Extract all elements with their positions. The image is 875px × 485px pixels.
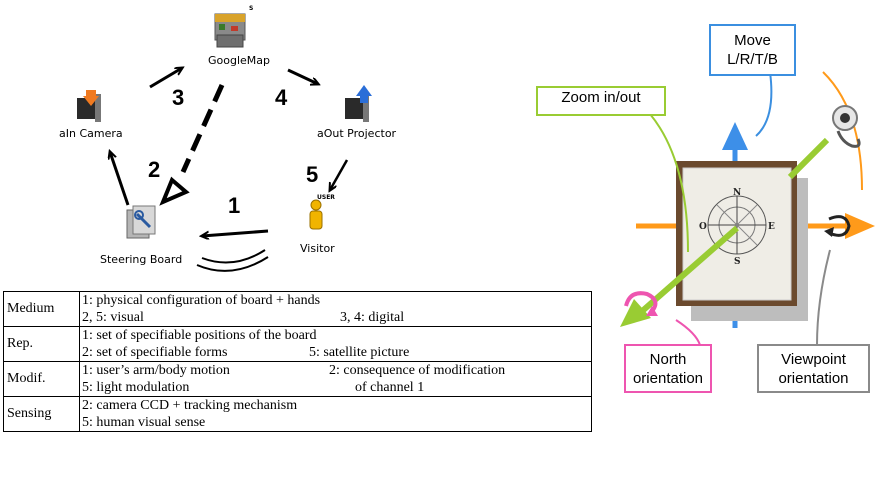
compass-s: S (734, 257, 741, 267)
cell-text: 2: set of specifiable forms (82, 345, 228, 360)
north-callout: North orientation (624, 344, 712, 393)
table-row: Medium 1: physical configuration of boar… (3, 291, 592, 327)
arrow-board-to-camera (110, 152, 130, 206)
ain-camera-label: aIn Camera (59, 127, 123, 140)
camera-icon[interactable] (77, 90, 101, 122)
zoom-arrowhead (620, 299, 651, 327)
channel-number-3: 3 (172, 85, 185, 110)
cell-text: 1: physical configuration of board + han… (82, 293, 321, 308)
channel-number-5: 5 (306, 162, 319, 187)
cell-text: 5: human visual sense (82, 415, 206, 430)
arrow-channel-5 (330, 159, 349, 190)
channel-number-2: 2 (148, 157, 161, 182)
visitor-icon[interactable] (309, 199, 323, 230)
webcam-icon (832, 105, 861, 148)
move-connector (755, 71, 773, 137)
board-photo (676, 161, 797, 306)
motion-arc-inner (201, 249, 266, 264)
googlemap-tag: S (249, 5, 254, 12)
compass-e: E (768, 222, 775, 232)
viewpoint-connector (816, 249, 831, 346)
row-header-modif: Modif. (3, 361, 80, 397)
cell-text: 5: light modulation (82, 380, 190, 395)
zoom-connector (649, 113, 689, 253)
viewpoint-rotation-icon (828, 215, 851, 237)
zoom-line-upper (787, 137, 830, 180)
cell-text: 2: consequence of modification (329, 363, 506, 378)
steering-board-label: Steering Board (100, 253, 183, 266)
channel-properties-table: Medium 1: physical configuration of boar… (3, 291, 592, 432)
table-row: Rep. 1: set of specifiable positions of … (3, 326, 592, 362)
viewpoint-callout-line1: Viewpoint (781, 351, 846, 368)
table-row: Modif. 1: user’s arm/body motion 2: conse… (3, 361, 592, 397)
zoom-callout-text: Zoom in/out (561, 89, 641, 106)
arrow-channel-4 (287, 68, 318, 84)
board-shadow (691, 178, 808, 321)
orange-axis-arrowhead (845, 213, 875, 239)
cell-text: 3, 4: digital (340, 310, 405, 325)
blue-axis-arrowhead (722, 122, 748, 150)
cell-text: of channel 1 (355, 380, 425, 395)
row-header-sensing: Sensing (3, 396, 80, 432)
move-callout-line1: Move (734, 32, 771, 49)
move-callout: Move L/R/T/B (709, 24, 796, 76)
arrow-channel-2 (180, 83, 225, 174)
north-callout-line2: orientation (632, 370, 704, 387)
zoom-line-lower (638, 225, 739, 316)
table-row: Sensing 2: camera CCD + tracking mechani… (3, 396, 592, 432)
arrow-channel-3 (149, 68, 182, 89)
channel-number-1: 1 (228, 193, 241, 218)
steering-board-icon[interactable] (126, 205, 156, 239)
visitor-tag: USER (317, 194, 335, 201)
move-callout-line2: L/R/T/B (727, 51, 778, 68)
channel-number-4: 4 (275, 85, 288, 110)
zoom-callout: Zoom in/out (536, 86, 666, 116)
viewpoint-callout: Viewpoint orientation (757, 344, 870, 393)
channel-diagram (77, 13, 372, 272)
cell-text: 5: satellite picture (309, 345, 410, 360)
move-orange-connector (822, 71, 863, 191)
projector-icon[interactable] (345, 85, 372, 122)
viewpoint-callout-line2: orientation (778, 370, 849, 387)
compass-n: N (733, 188, 741, 198)
googlemap-icon[interactable] (214, 13, 246, 48)
cell-text: 2, 5: visual (82, 310, 144, 325)
arrow-channel-2-head (159, 176, 190, 206)
cell-text: 1: user’s arm/body motion (82, 363, 230, 378)
row-header-rep: Rep. (3, 326, 80, 362)
row-header-medium: Medium (3, 291, 80, 327)
north-rotation-icon (624, 291, 658, 312)
motion-arc-outer (196, 256, 269, 272)
cell-text: 1: set of specifiable positions of the b… (82, 328, 317, 343)
cell-text: 2: camera CCD + tracking mechanism (82, 398, 298, 413)
north-callout-line1: North (649, 351, 687, 368)
aout-projector-label: aOut Projector (317, 127, 397, 140)
visitor-label: Visitor (300, 242, 335, 255)
arrow-channel-1 (202, 229, 269, 236)
googlemap-label: GoogleMap (208, 54, 271, 67)
north-connector (675, 319, 701, 346)
compass-o: O (699, 222, 707, 232)
